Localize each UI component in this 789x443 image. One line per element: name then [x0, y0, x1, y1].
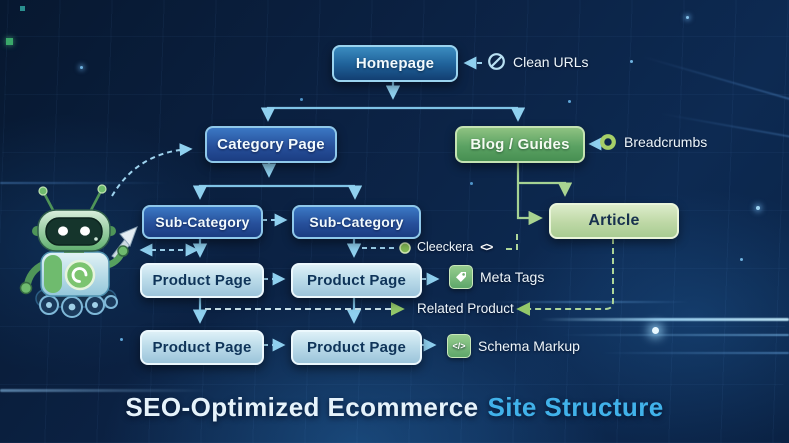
- node-product-page-r1-left: Product Page: [140, 263, 264, 298]
- annotation-related-product: Related Product: [417, 301, 514, 316]
- edge-blog-article-top: [518, 181, 573, 197]
- annotation-clean-urls: Clean URLs: [487, 52, 588, 71]
- light-streak: [600, 352, 789, 354]
- node-product-page-r2-right: Product Page: [291, 330, 422, 365]
- glow-dot: [470, 182, 473, 185]
- annotation-meta-tags: Meta Tags: [449, 265, 544, 289]
- page-title: SEO-Optimized Ecommerce Site Structure: [0, 392, 789, 423]
- title-accent: Site Structure: [487, 392, 664, 422]
- edge-cleeckera-article: [506, 234, 518, 250]
- edge-branch-left: [260, 106, 518, 122]
- edge-subbranch-left: [192, 184, 355, 200]
- glow-dot: [652, 327, 659, 334]
- accent-square: [6, 38, 13, 45]
- annotation-label: Meta Tags: [480, 269, 545, 285]
- node-label: Blog / Guides: [470, 136, 570, 153]
- edge-blog-article-side: [516, 161, 543, 226]
- light-streak: [540, 318, 789, 321]
- annotation-label: Breadcrumbs: [624, 134, 708, 150]
- glow-dot: [756, 206, 760, 210]
- node-label: Article: [588, 212, 640, 229]
- node-label: Sub-Category: [155, 214, 250, 230]
- node-homepage: Homepage: [332, 45, 458, 82]
- annotation-cleeckera: Cleeckera <>: [417, 240, 493, 254]
- link-glyph-icon: <>: [480, 240, 493, 254]
- annotation-label: Clean URLs: [513, 53, 589, 70]
- node-sub-category-left: Sub-Category: [142, 205, 263, 239]
- annotation-label: Schema Markup: [478, 338, 580, 354]
- annotation-label: Cleeckera: [417, 240, 474, 254]
- node-label: Sub-Category: [309, 214, 404, 230]
- annotation-schema-markup: </> Schema Markup: [447, 334, 580, 358]
- node-label: Product Page: [152, 272, 252, 289]
- title-main: SEO-Optimized Ecommerce: [125, 392, 479, 422]
- node-label: Homepage: [355, 55, 435, 72]
- node-article: Article: [549, 203, 679, 239]
- node-label: Product Page: [306, 272, 407, 289]
- code-icon: </>: [447, 334, 471, 358]
- light-streak: [560, 334, 789, 336]
- light-streak: [490, 301, 690, 303]
- edge-robot-category: [111, 143, 193, 197]
- glow-dot: [568, 100, 571, 103]
- light-streak: [0, 182, 170, 184]
- glow-dot: [740, 258, 743, 261]
- glow-dot: [630, 60, 633, 63]
- edge-article-related: [516, 238, 614, 316]
- slashed-circle-icon: [488, 53, 505, 70]
- glow-dot: [686, 16, 689, 19]
- tag-icon: [449, 265, 473, 289]
- glow-dot: [300, 98, 303, 101]
- glow-dot: [120, 338, 123, 341]
- glow-dot: [80, 66, 83, 69]
- node-blog-guides: Blog / Guides: [455, 126, 585, 163]
- ring-icon: [600, 134, 616, 150]
- accent-square: [20, 6, 25, 11]
- annotation-breadcrumbs: Breadcrumbs: [599, 133, 707, 151]
- annotation-label: Related Product: [417, 301, 514, 316]
- node-label: Product Page: [152, 339, 252, 356]
- light-streak: [0, 389, 210, 392]
- node-sub-category-right: Sub-Category: [292, 205, 421, 239]
- node-product-page-r2-left: Product Page: [140, 330, 264, 365]
- robot-mascot-illustration: [19, 184, 138, 318]
- node-label: Category Page: [217, 136, 325, 153]
- cleeckera-dot: [399, 242, 411, 254]
- node-category-page: Category Page: [205, 126, 337, 163]
- node-product-page-r1-right: Product Page: [291, 263, 422, 298]
- node-label: Product Page: [306, 339, 407, 356]
